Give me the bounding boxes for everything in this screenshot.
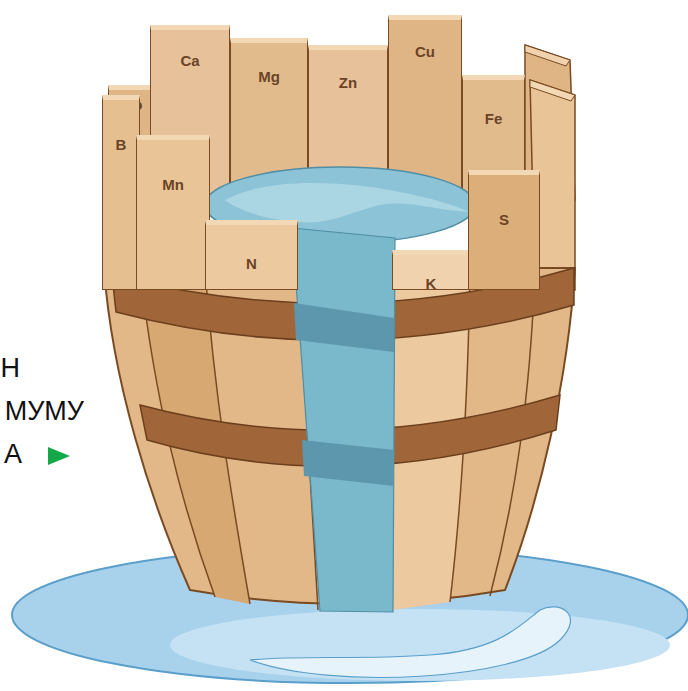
pointer-triangle [48,447,70,465]
puddle-stream [250,607,570,678]
water-stream [292,228,395,612]
element-symbol: K [426,275,437,292]
stave-top [525,45,570,66]
element-symbol: Fe [485,110,503,127]
element-symbol: Mn [162,176,184,193]
element-symbol: Zn [339,74,357,91]
barrel-stave: S [468,170,540,290]
cut-off-text: А [0,441,22,468]
element-symbol: B [116,136,127,153]
cut-off-text: Н [0,355,20,382]
stave-top [530,80,575,101]
element-symbol: S [499,211,509,228]
stream-shadow [302,440,394,486]
barrel-stave: K [392,250,470,290]
element-symbol: Ca [180,52,199,69]
element-symbol: N [246,255,257,272]
element-symbol: Mg [258,68,280,85]
stream-shadow [294,303,394,352]
water-highlight [225,183,470,222]
barrel-stave: B [102,95,140,290]
barrel-stave: Mn [136,135,210,290]
cut-off-text: МУМУ [0,398,84,425]
barrel-stave: N [205,220,298,290]
element-symbol: Cu [415,43,435,60]
